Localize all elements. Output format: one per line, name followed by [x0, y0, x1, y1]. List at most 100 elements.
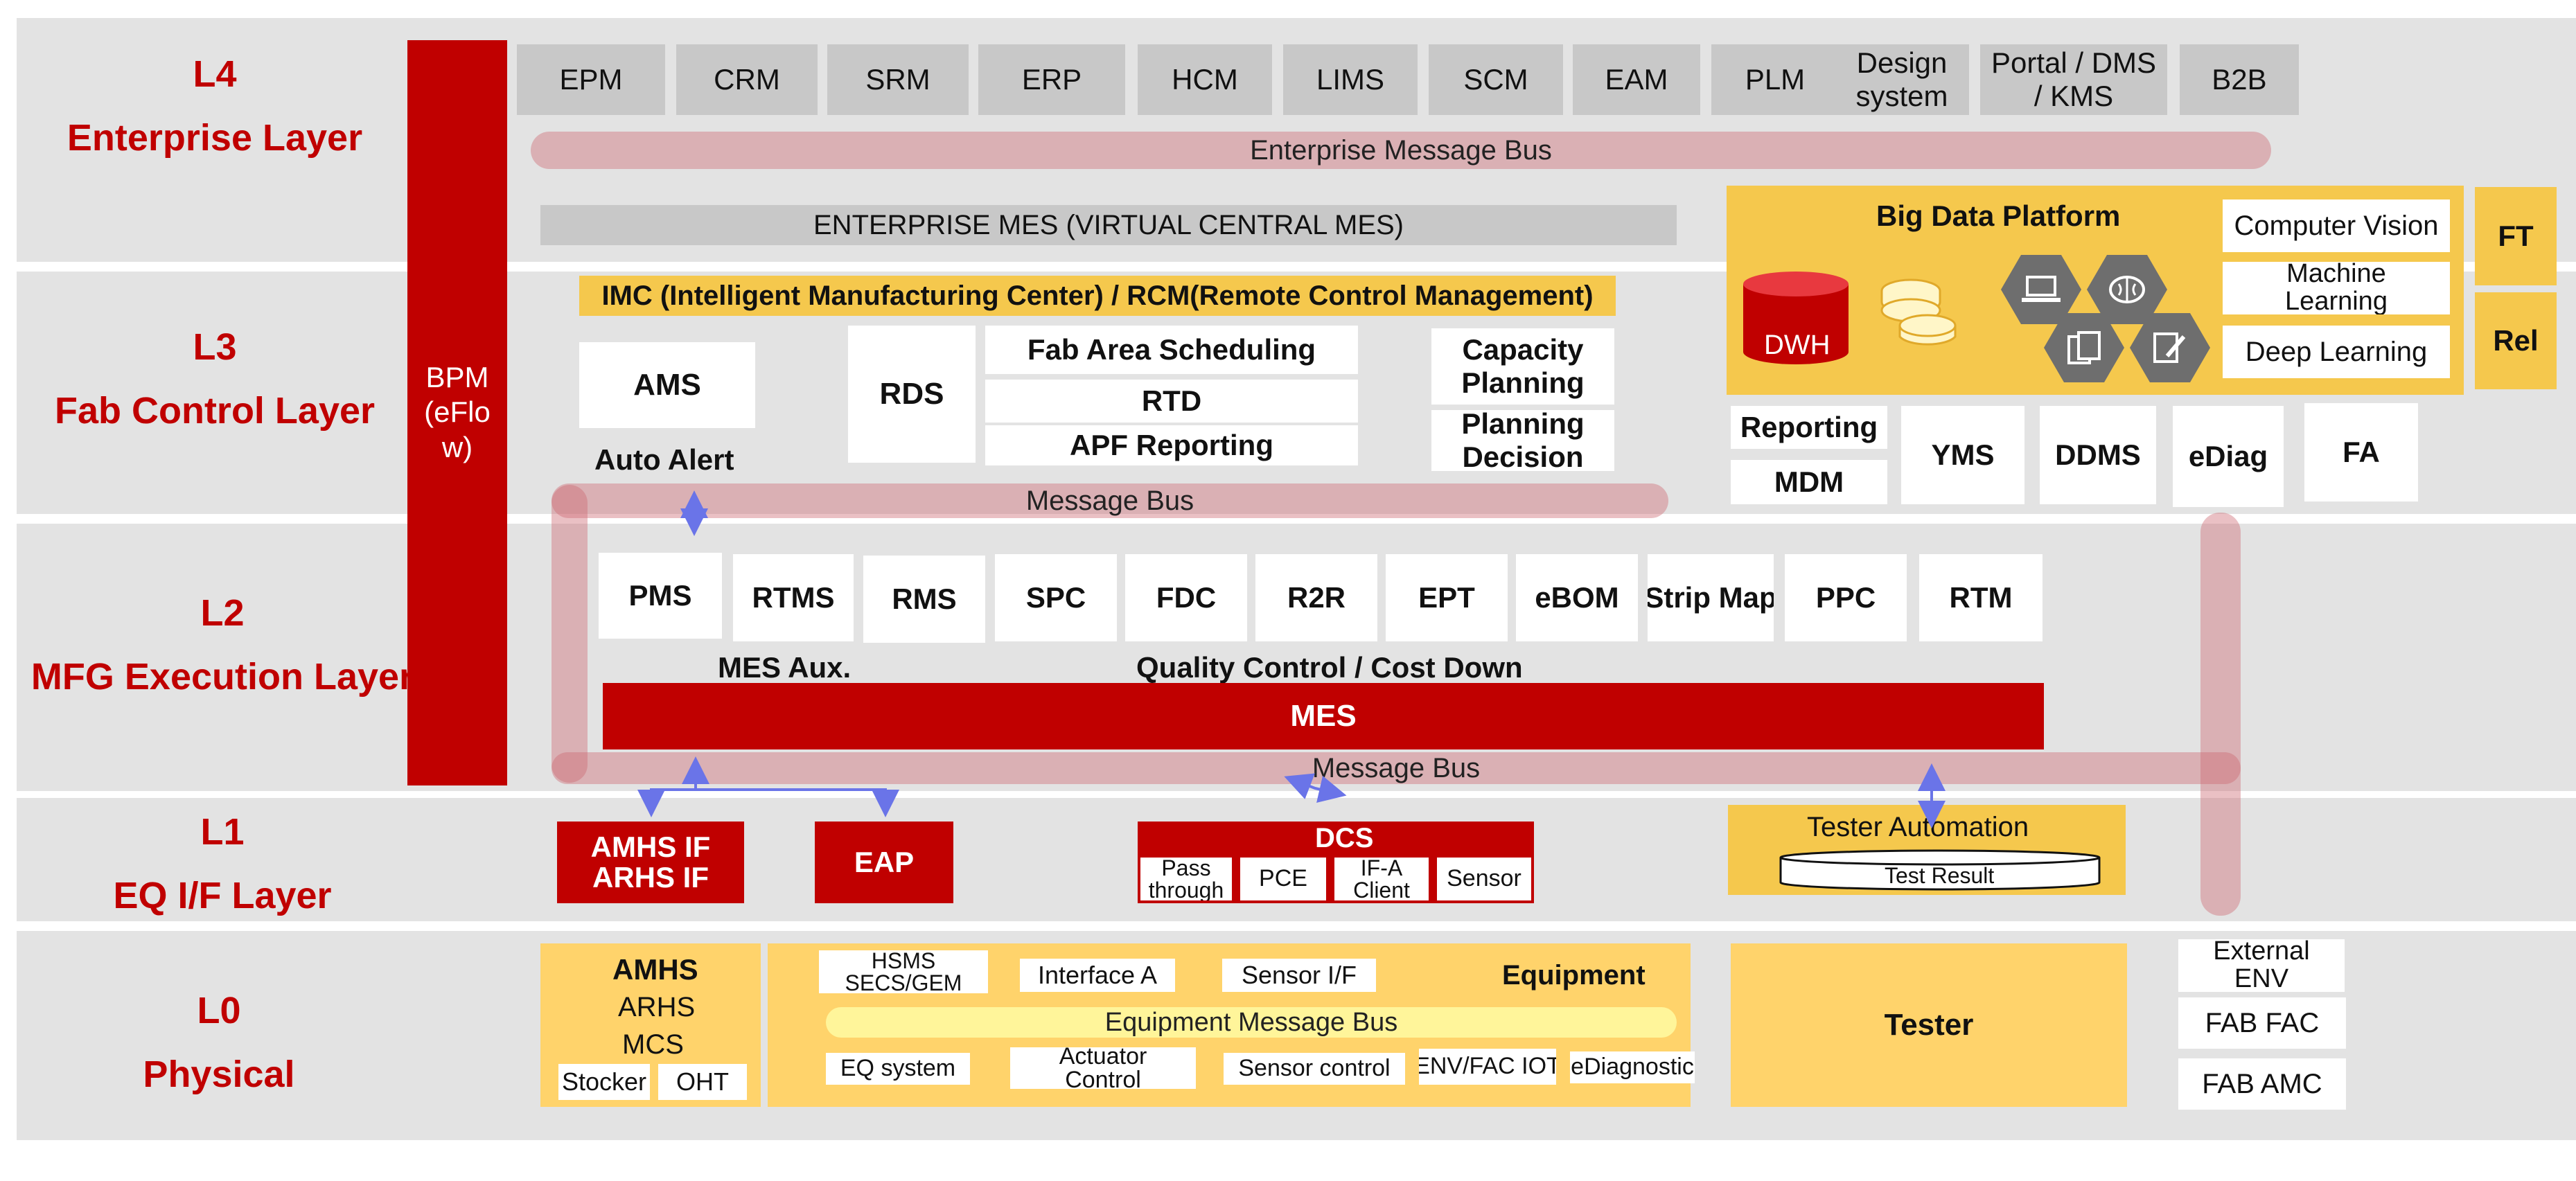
layer-level: L2	[200, 592, 245, 634]
ml-line2: Learning	[2285, 287, 2388, 314]
layer-name: Physical	[143, 1053, 295, 1095]
message-bus-ring-right	[2200, 513, 2241, 916]
capacity-line1: Capacity	[1462, 332, 1584, 366]
dcs-sensor: Sensor	[1437, 858, 1531, 900]
rtd-box: RTD	[985, 380, 1358, 423]
actuator-control: Actuator Control	[1010, 1047, 1196, 1089]
ediag-box: eDiag	[2173, 406, 2284, 507]
layer-name: EQ I/F Layer	[113, 874, 332, 916]
app-b2b: B2B	[2180, 44, 2299, 115]
message-bus-l3: Message Bus	[552, 483, 1668, 518]
layer-label-l4: L4 Enterprise Layer	[17, 43, 413, 170]
apf-reporting: APF Reporting	[985, 425, 1358, 465]
app-rms: RMS	[863, 556, 985, 643]
portal-line1: Portal / DMS	[1991, 46, 2157, 79]
hsms-line1: HSMS	[871, 950, 936, 973]
layer-name: MFG Execution Layer	[30, 655, 414, 698]
quality-control-label: Quality Control / Cost Down	[1136, 651, 1523, 684]
app-spc: SPC	[995, 554, 1117, 641]
machine-learning: Machine Learning	[2223, 262, 2450, 314]
mes-bar: MES	[603, 683, 2044, 749]
layer-level: L3	[193, 326, 237, 368]
app-srm: SRM	[827, 44, 969, 115]
ddms-box: DDMS	[2040, 406, 2156, 504]
bpm-line1: BPM	[425, 361, 489, 393]
dwh-database-icon	[1743, 272, 1849, 364]
deep-learning: Deep Learning	[2223, 326, 2450, 378]
planning-line2: Decision	[1462, 441, 1584, 471]
app-scm: SCM	[1429, 44, 1563, 115]
stocker-box: Stocker	[558, 1064, 650, 1100]
dcs-ifa-client: IF-A Client	[1334, 858, 1429, 900]
fa-box: FA	[2304, 403, 2418, 501]
layer-level: L0	[197, 990, 241, 1031]
pass-line1: Pass	[1161, 858, 1211, 880]
app-pms: PMS	[599, 553, 722, 639]
sensor-if: Sensor I/F	[1222, 959, 1376, 992]
amhs-if-line2: ARHS IF	[592, 861, 709, 894]
external-line2: ENV	[2234, 964, 2289, 992]
hsms-line2: SECS/GEM	[845, 970, 962, 993]
reporting-box: Reporting	[1731, 406, 1887, 449]
app-plm: PLM	[1711, 44, 1839, 115]
eap-box: EAP	[815, 822, 953, 903]
app-lims: LIMS	[1283, 44, 1418, 115]
ft-box: FT	[2475, 187, 2557, 285]
data-stack-icon	[1879, 276, 1958, 352]
env-fac-iot: ENV/FAC IOT	[1419, 1049, 1556, 1085]
tester-automation-label: Tester Automation	[1807, 812, 2029, 842]
app-fdc: FDC	[1125, 554, 1247, 641]
interface-a: Interface A	[1020, 959, 1175, 992]
ams-box: AMS	[579, 342, 755, 428]
app-crm: CRM	[676, 44, 818, 115]
app-r2r: R2R	[1255, 554, 1377, 641]
planning-decision: Planning Decision	[1431, 410, 1614, 471]
layer-label-l2: L2 MFG Execution Layer	[17, 582, 428, 709]
layer-name: Enterprise Layer	[67, 116, 363, 159]
ediagnostic: eDiagnostic	[1570, 1051, 1695, 1083]
app-strip-map: Strip Map	[1648, 554, 1774, 641]
rds-box: RDS	[848, 326, 976, 463]
computer-vision: Computer Vision	[2223, 199, 2450, 252]
fab-amc: FAB AMC	[2178, 1058, 2346, 1110]
message-bus-l2: Message Bus	[552, 752, 2241, 784]
actuator-line2: Control	[1065, 1067, 1141, 1089]
app-ept: EPT	[1386, 554, 1508, 641]
app-rtms: RTMS	[733, 554, 854, 641]
ifa-line1: IF-A	[1360, 858, 1403, 880]
arhs-label: ARHS	[618, 992, 696, 1022]
big-data-title: Big Data Platform	[1876, 199, 2121, 232]
rel-box: Rel	[2475, 292, 2557, 389]
layer-label-l1: L1 EQ I/F Layer	[17, 801, 428, 928]
amhs-label: AMHS	[612, 953, 698, 986]
mes-aux-label: MES Aux.	[718, 651, 852, 684]
yms-box: YMS	[1901, 406, 2024, 504]
amhs-if-box: AMHS IF ARHS IF	[557, 822, 744, 903]
layer-level: L1	[200, 811, 245, 853]
external-line1: External	[2213, 939, 2310, 966]
external-env: External ENV	[2178, 939, 2345, 992]
ml-line1: Machine	[2286, 262, 2386, 289]
dwh-label: DWH	[1764, 330, 1830, 360]
app-design-system: Design system	[1835, 44, 1969, 115]
dcs-pce: PCE	[1240, 858, 1326, 900]
enterprise-mes: ENTERPRISE MES (VIRTUAL CENTRAL MES)	[540, 205, 1677, 245]
fab-fac: FAB FAC	[2178, 997, 2346, 1049]
app-epm: EPM	[517, 44, 665, 115]
oht-box: OHT	[658, 1064, 747, 1100]
design-system-line2: system	[1855, 80, 1948, 112]
layer-level: L4	[193, 53, 237, 95]
bpm-line2: (eFlo	[424, 396, 491, 429]
app-erp: ERP	[978, 44, 1125, 115]
eq-system: EQ system	[826, 1053, 970, 1085]
dcs-pass-through: Pass through	[1140, 858, 1232, 900]
pass-line2: through	[1148, 878, 1224, 900]
layer-name: Fab Control Layer	[54, 389, 376, 432]
sensor-control: Sensor control	[1224, 1053, 1405, 1085]
mcs-label: MCS	[622, 1029, 684, 1060]
layer-label-l0: L0 Physical	[17, 979, 421, 1107]
equipment-label: Equipment	[1502, 960, 1646, 991]
layer-label-l3: L3 Fab Control Layer	[17, 316, 413, 443]
equipment-message-bus: Equipment Message Bus	[826, 1007, 1677, 1038]
test-result-cylinder	[1779, 849, 2101, 892]
